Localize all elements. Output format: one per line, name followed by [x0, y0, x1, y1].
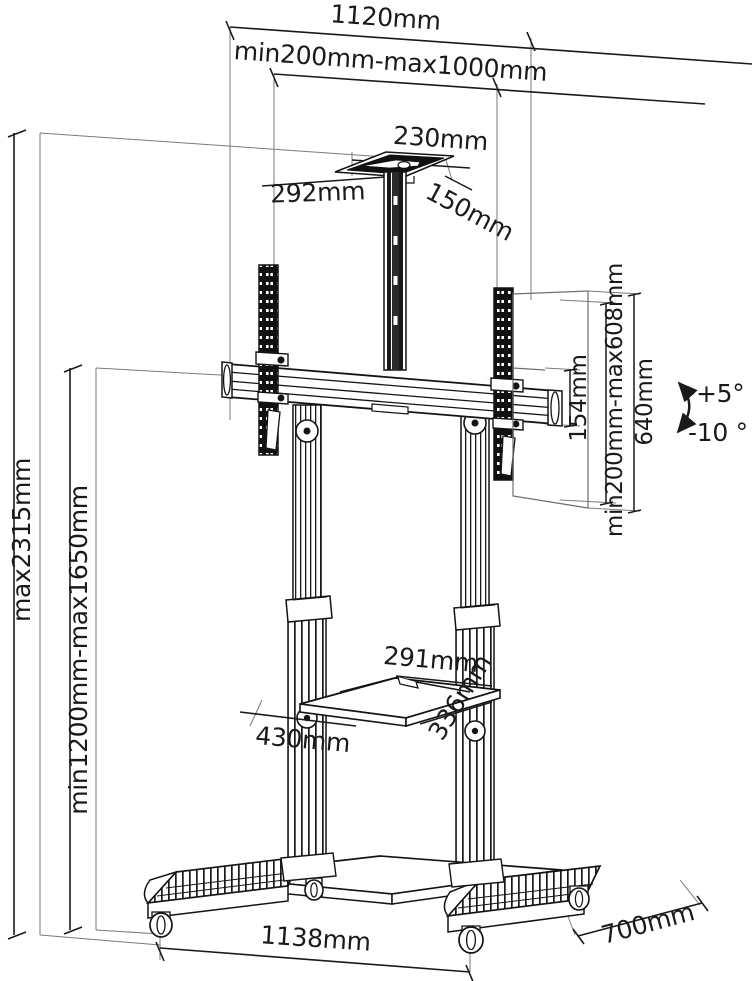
dim-label-bracket-detail-height: 154mm [566, 354, 592, 441]
dimension-base-width: 1138mm [155, 920, 474, 981]
caster-right-rear [568, 885, 590, 911]
dimension-bracket-detail-height: 154mm [563, 354, 592, 442]
caster-left-front [149, 911, 173, 938]
dim-label-total-max-height: max2315mm [7, 458, 36, 622]
dimension-mount-height-range: min200mm-max608mm [599, 263, 628, 537]
right-upright-column [453, 397, 501, 882]
screen-envelope-outline [512, 290, 589, 509]
caster-rear-center [304, 877, 324, 901]
left-mount-rail [255, 264, 289, 456]
camera-post [383, 171, 407, 371]
base-leg-right [443, 864, 602, 954]
caster-right-front [458, 925, 484, 954]
tilt-arc-arrow-icon [676, 381, 698, 434]
left-upright-column [285, 404, 333, 878]
base-frame [143, 852, 602, 954]
dim-label-mount-overall-height: 640mm [632, 358, 658, 445]
dimension-mount-overall-height: 640mm [627, 292, 658, 514]
camera-shelf-plate [334, 151, 455, 184]
dim-label-camera-shelf-width: 230mm [392, 121, 489, 157]
dim-label-camera-shelf-depth-left: 292mm [270, 176, 366, 208]
dim-label-mount-height-range: min200mm-max608mm [602, 263, 628, 537]
dimension-overall-width: 1120mm [225, 0, 752, 65]
dim-label-screen-height-range: min1200mm-max1650mm [64, 485, 93, 815]
base-leg-left [143, 855, 302, 938]
dimension-total-max-height: max2315mm [7, 129, 36, 940]
dimension-screen-height-range: min1200mm-max1650mm [63, 364, 93, 935]
tilt-down-label: -10 ° [688, 418, 748, 447]
tilt-up-label: +5° [696, 379, 744, 408]
